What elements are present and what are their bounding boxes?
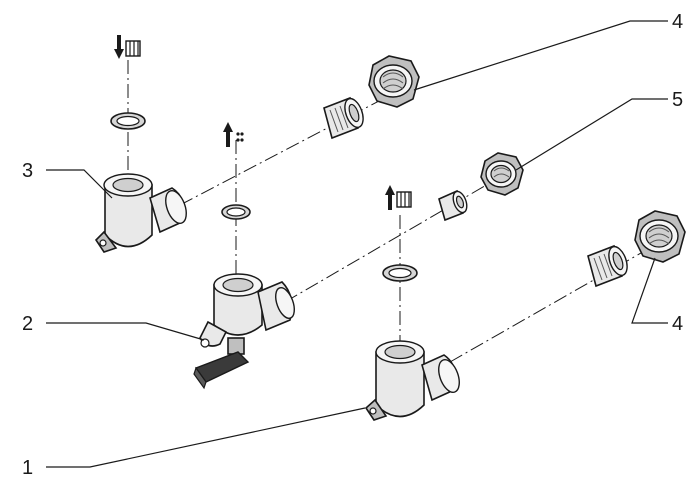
seal-ring-1	[382, 264, 418, 282]
sleeve-middle	[438, 189, 468, 222]
callout-4-bottom: 4	[672, 313, 683, 335]
ball-valve-2	[193, 273, 295, 390]
leader-4-bottom	[631, 257, 668, 324]
leader-5	[515, 98, 668, 171]
callout-2: 2	[22, 313, 33, 335]
leader-3	[46, 169, 113, 199]
sleeve-top	[323, 96, 364, 140]
flow-arrow-down-icon	[114, 35, 141, 59]
valve-handle	[194, 351, 250, 383]
angle-fitting-1	[364, 340, 460, 421]
sleeve-bottom	[587, 244, 628, 288]
union-nut-4-bottom	[634, 210, 686, 263]
angle-fitting-3	[94, 173, 187, 253]
seal-ring-2	[221, 204, 251, 220]
leader-lines	[46, 20, 668, 468]
callout-4-top: 4	[672, 11, 683, 33]
axis-diagonal-3-4	[179, 89, 401, 206]
callout-3: 3	[22, 160, 33, 182]
seal-ring-3	[110, 112, 146, 130]
leader-2	[46, 322, 205, 341]
leader-4-top	[413, 20, 668, 91]
callout-5: 5	[672, 89, 683, 111]
callout-1: 1	[22, 457, 33, 479]
flow-arrow-up-icon	[385, 185, 412, 210]
leader-1	[46, 407, 366, 468]
union-nut-5	[480, 152, 524, 196]
gas-arrow-up-icon	[223, 122, 244, 147]
union-nut-4-top	[368, 55, 420, 108]
